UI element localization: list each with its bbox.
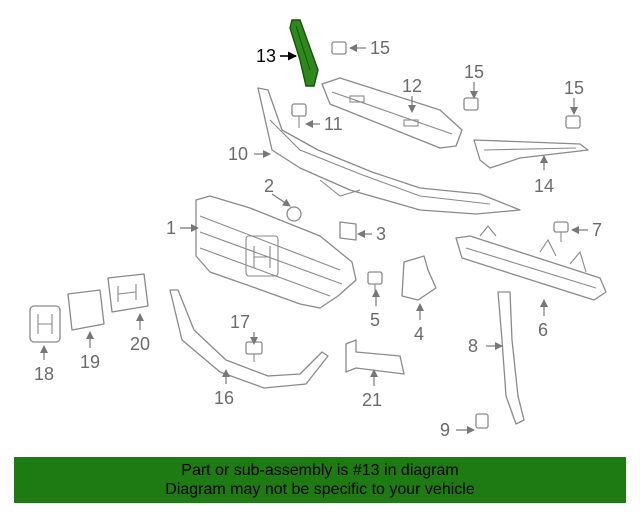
part-10-grille-molding[interactable] bbox=[257, 87, 521, 215]
part-15-screw-c[interactable] bbox=[565, 115, 581, 129]
part-6-lower-beam[interactable] bbox=[455, 225, 607, 301]
part-2-clip[interactable] bbox=[286, 206, 302, 222]
part-11-bolt[interactable] bbox=[291, 103, 307, 128]
part-9-bolt[interactable] bbox=[475, 413, 489, 429]
callout-18: 18 bbox=[34, 364, 54, 384]
part-5-bolt[interactable] bbox=[367, 271, 383, 292]
callout-6: 6 bbox=[538, 320, 548, 340]
callout-3: 3 bbox=[376, 224, 386, 244]
part-3-clip[interactable] bbox=[339, 221, 357, 241]
callout-13: 13 bbox=[256, 46, 276, 66]
part-20-emblem[interactable] bbox=[107, 273, 149, 313]
callout-20: 20 bbox=[130, 334, 150, 354]
callout-21: 21 bbox=[362, 390, 382, 410]
callout-14: 14 bbox=[534, 176, 554, 196]
banner-line-2: Diagram may not be specific to your vehi… bbox=[165, 481, 475, 498]
callout-19: 19 bbox=[80, 352, 100, 372]
callout-8: 8 bbox=[468, 336, 478, 356]
callout-9: 9 bbox=[440, 420, 450, 440]
parts-diagram: 13 15 12 15 15 11 10 14 2 1 3 7 5 4 6 8 … bbox=[29, 19, 607, 440]
part-14-side-molding[interactable] bbox=[473, 139, 589, 169]
part-7-screw[interactable] bbox=[553, 221, 569, 242]
banner-line-1: Part or sub-assembly is #13 in diagram bbox=[181, 462, 459, 479]
leader-lines bbox=[40, 44, 588, 434]
callout-17: 17 bbox=[230, 312, 250, 332]
callout-15-a: 15 bbox=[370, 38, 390, 58]
callout-labels: 13 15 12 15 15 11 10 14 2 1 3 7 5 4 6 8 … bbox=[34, 38, 602, 440]
callout-15-c: 15 bbox=[564, 78, 584, 98]
part-19-emblem-base[interactable] bbox=[67, 289, 105, 331]
callout-10: 10 bbox=[228, 144, 248, 164]
callout-16: 16 bbox=[214, 388, 234, 408]
part-21-bracket[interactable] bbox=[345, 339, 405, 375]
part-1-front-grille[interactable] bbox=[195, 195, 357, 309]
part-4-bracket[interactable] bbox=[401, 255, 437, 301]
callout-15-b: 15 bbox=[464, 62, 484, 82]
callout-1: 1 bbox=[166, 218, 176, 238]
part-13-bracket[interactable] bbox=[289, 19, 319, 87]
part-15-screw-b[interactable] bbox=[463, 97, 479, 111]
part-15-screw-a[interactable] bbox=[331, 41, 347, 55]
callout-11: 11 bbox=[324, 114, 343, 134]
part-18-emblem[interactable] bbox=[29, 305, 61, 343]
part-17-screw[interactable] bbox=[245, 341, 263, 362]
callout-7: 7 bbox=[592, 220, 602, 240]
callout-5: 5 bbox=[370, 310, 380, 330]
callout-2: 2 bbox=[264, 176, 274, 196]
part-12-upper-garnish[interactable] bbox=[321, 77, 463, 149]
callout-12: 12 bbox=[402, 76, 422, 96]
part-8-vertical-bracket[interactable] bbox=[497, 291, 525, 425]
info-banner: Part or sub-assembly is #13 in diagram D… bbox=[14, 457, 626, 503]
part-16-lower-molding[interactable] bbox=[169, 289, 329, 389]
callout-4: 4 bbox=[414, 324, 424, 344]
